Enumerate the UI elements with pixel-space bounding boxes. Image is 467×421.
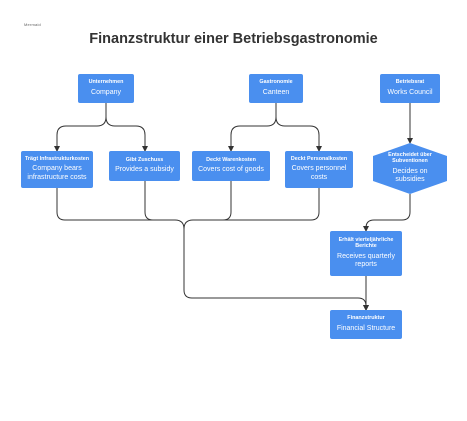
edge-gastronomie-personalkosten — [275, 103, 322, 152]
node-unternehmen: Unternehmen Company — [78, 74, 134, 103]
node-personalkosten: Deckt Personalkosten Covers personnel co… — [285, 151, 353, 188]
node-unternehmen-de: Unternehmen — [88, 79, 124, 86]
node-zuschuss-en: Provides a subsidy — [115, 166, 174, 174]
node-gastronomie-en: Canteen — [262, 88, 290, 96]
node-gastronomie: Gastronomie Canteen — [249, 74, 303, 103]
edge-personalkosten-merge — [193, 188, 320, 221]
node-finanzstruktur: Finanzstruktur Financial Structure — [330, 310, 402, 339]
edge-subventionen-berichte — [363, 194, 411, 232]
node-infrastruktur: Trägt Infrastrukturkosten Company bears … — [21, 151, 93, 188]
node-warenkosten-de: Deckt Warenkosten — [206, 156, 256, 163]
node-warenkosten-en: Covers cost of goods — [198, 166, 264, 174]
node-betriebsrat-de: Betriebsrat — [395, 79, 425, 86]
node-zuschuss: Gibt Zuschuss Provides a subsidy — [109, 151, 180, 181]
node-subventionen-de: Entscheidet über Subventionen — [388, 151, 432, 165]
node-finanzstruktur-de: Finanzstruktur — [347, 315, 385, 322]
diagram-title: Finanzstruktur einer Betriebsgastronomie — [89, 31, 378, 47]
node-unternehmen-en: Company — [91, 88, 121, 96]
node-personalkosten-de: Deckt Personalkosten — [290, 156, 348, 162]
node-berichte: Erhält vierteljährliche Berichte Receive… — [330, 231, 402, 276]
edge-gastronomie-warenkosten — [228, 103, 277, 152]
logo: Mermaid — [24, 22, 41, 27]
edge-zuschuss-merge — [144, 181, 175, 221]
node-gastronomie-de: Gastronomie — [259, 79, 293, 86]
node-berichte-en: Receives quarterly reports — [337, 252, 395, 269]
node-betriebsrat-en: Works Council — [387, 88, 433, 96]
node-warenkosten: Deckt Warenkosten Covers cost of goods — [192, 151, 270, 181]
node-betriebsrat: Betriebsrat Works Council — [380, 74, 440, 103]
edge-unternehmen-infrastruktur — [54, 103, 107, 152]
node-infrastruktur-en: Company bears infrastructure costs — [27, 165, 87, 182]
edge-infrastruktur-merge — [56, 188, 369, 311]
node-subventionen: Entscheidet über Subventionen Decides on… — [373, 143, 447, 194]
hexagon-shape — [373, 143, 447, 194]
edge-unternehmen-zuschuss — [105, 103, 148, 152]
node-personalkosten-en: Covers personnel costs — [291, 165, 347, 182]
node-infrastruktur-de: Trägt Infrastrukturkosten — [24, 156, 90, 162]
node-finanzstruktur-en: Financial Structure — [336, 324, 396, 332]
node-subventionen-en: Decides on subsidies — [392, 167, 428, 184]
node-zuschuss-de: Gibt Zuschuss — [125, 156, 164, 163]
edge-warenkosten-merge — [183, 181, 232, 230]
node-berichte-de: Erhält vierteljährliche Berichte — [338, 236, 394, 250]
